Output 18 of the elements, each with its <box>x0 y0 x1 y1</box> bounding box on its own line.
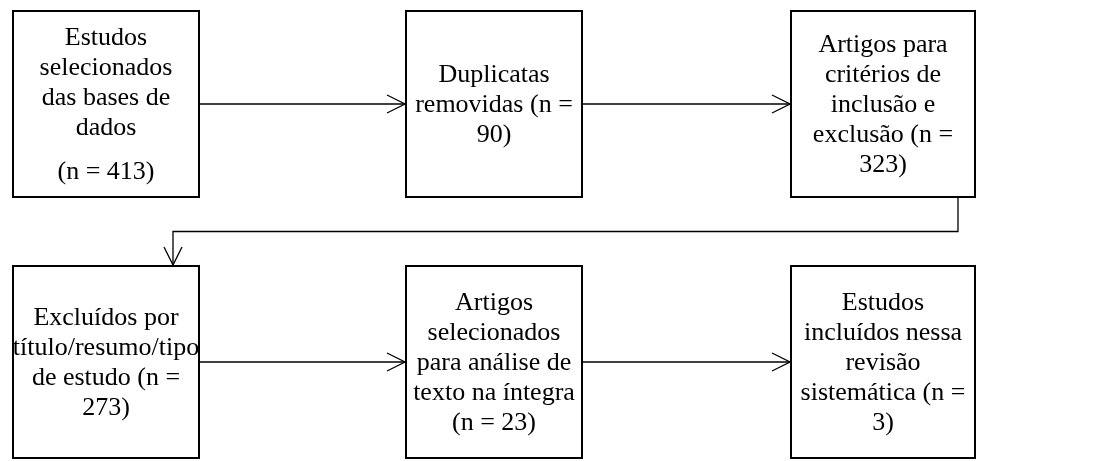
process-box <box>790 10 976 198</box>
arrow <box>163 197 959 266</box>
arrow <box>199 352 406 372</box>
box-text: Artigos para critérios de inclusão e exclusão (n = 323) <box>811 29 955 179</box>
arrow <box>199 94 406 114</box>
box-text: (n = 413) <box>57 155 155 186</box>
process-box <box>12 10 200 198</box>
arrow <box>582 94 791 114</box>
arrow <box>582 352 791 372</box>
process-box <box>12 265 200 459</box>
process-box <box>790 265 976 459</box>
box-text: Excluídos por título/resumo/tipo de estudo (n = 273) <box>12 302 200 422</box>
box-text: Estudos incluídos nessa revisão sistemática (n = 3) <box>799 287 967 437</box>
box-text: Duplicatas removidas (n = 90) <box>414 59 574 149</box>
process-box <box>405 10 583 198</box>
process-box <box>405 265 583 459</box>
box-text: Estudos selecionados das bases de dados <box>38 22 174 142</box>
box-text: Artigos selecionados para análise de texto na íntegra (n = 23) <box>413 287 575 437</box>
